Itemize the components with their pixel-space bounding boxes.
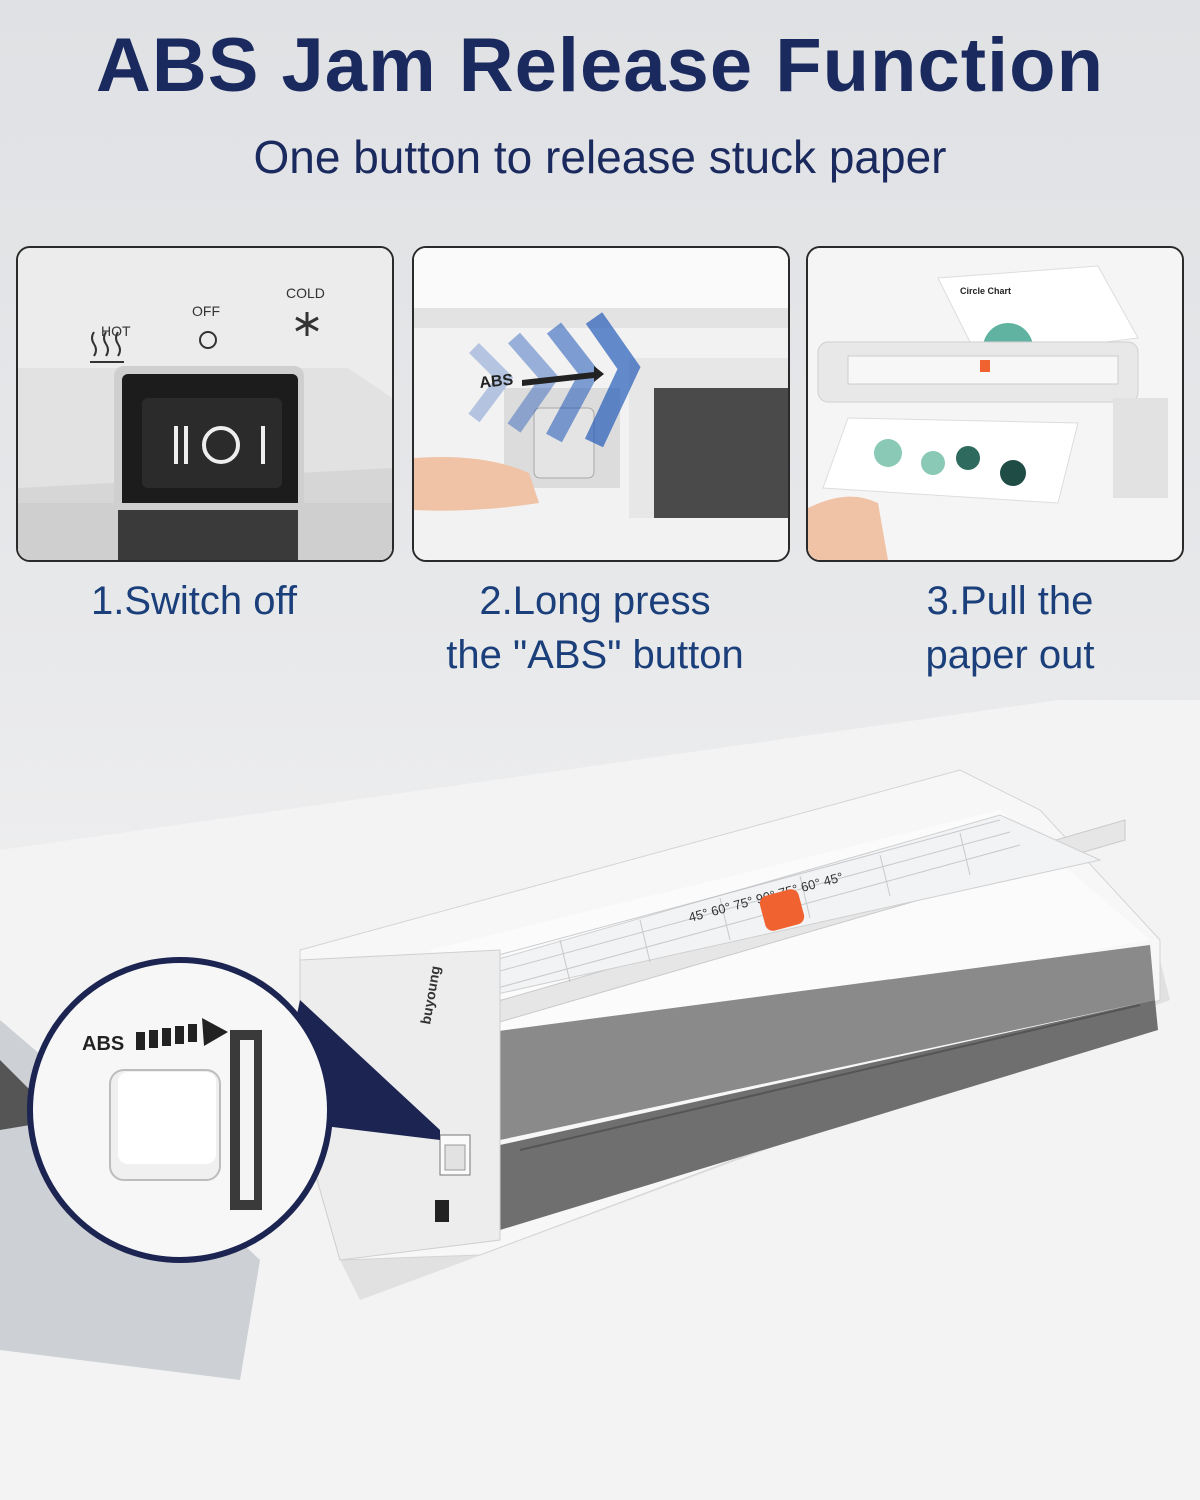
laminator-product-scene: 45° 60° 75° 90° 75° 60° 45° buyoung: [0, 700, 1200, 1500]
step-1-caption-text: 1.Switch off: [90, 579, 298, 623]
vents: [519, 1004, 1141, 1151]
off-label: OFF: [192, 303, 220, 319]
abs-button-zoom-callout: ABS: [27, 957, 333, 1263]
cutter-slider: [759, 889, 805, 931]
paper-chart-title: Circle Chart: [960, 286, 1011, 296]
laminator-body: 45° 60° 75° 90° 75° 60° 45° buyoung: [299, 769, 1161, 1261]
page-title: ABS Jam Release Function: [95, 23, 1105, 108]
abs-label: ABS: [479, 372, 515, 392]
step-1-image-switch: HOT OFF COLD: [16, 246, 394, 562]
zoom-arrow-icon: [136, 1018, 228, 1050]
snowflake-icon: [295, 312, 319, 336]
step-2-image-abs-button: ABS: [412, 246, 790, 562]
step-3-image-pull-paper: Circle Chart: [806, 246, 1184, 562]
zoom-abs-label: ABS: [82, 1033, 124, 1055]
step-3-caption-line1: 3.Pull the: [926, 579, 1094, 623]
hot-label: HOT: [101, 323, 131, 339]
step-3-caption-line2: paper out: [925, 633, 1095, 677]
cold-label: COLD: [286, 285, 325, 301]
step-2-caption: 2.Long press the "ABS" button: [395, 574, 795, 682]
finger: [414, 457, 539, 511]
page-subtitle: One button to release stuck paper: [253, 131, 947, 183]
step-2-caption-line1: 2.Long press: [479, 579, 711, 623]
ruler-grid: [479, 819, 1021, 991]
off-icon: [199, 331, 217, 349]
step-1-caption: 1.Switch off: [0, 574, 394, 628]
step-2-caption-line2: the "ABS" button: [446, 633, 744, 677]
step-3-caption: 3.Pull the paper out: [810, 574, 1200, 682]
heat-icon: [91, 331, 121, 357]
